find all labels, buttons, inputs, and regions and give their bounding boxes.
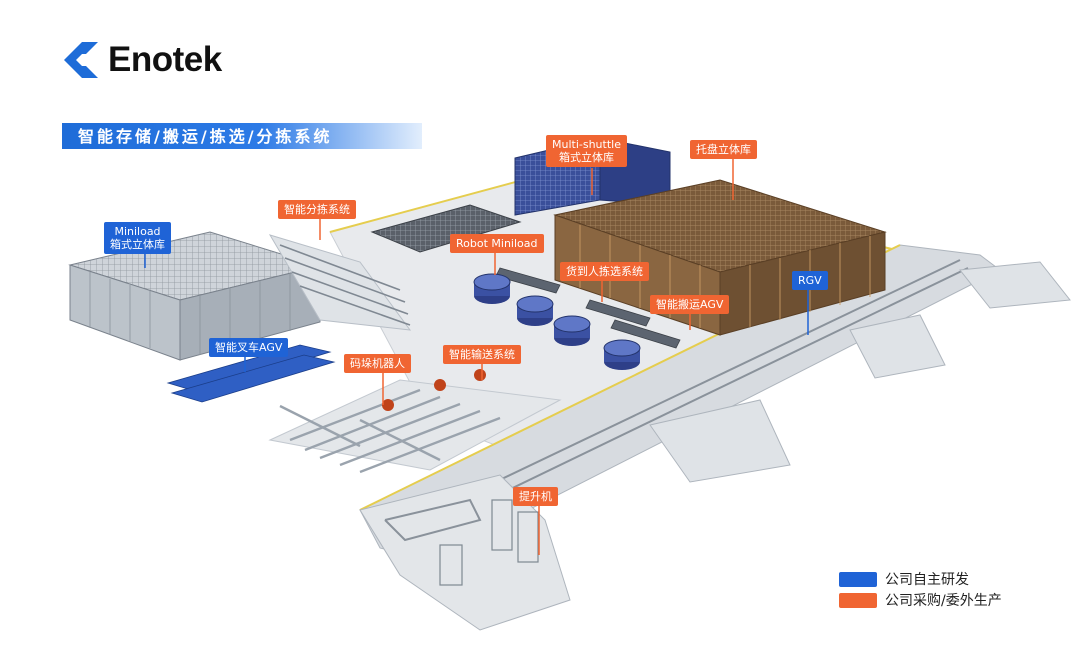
label-forklift-agv: 智能叉车AGV bbox=[209, 338, 289, 357]
lift-towers bbox=[439, 499, 539, 586]
label-conveyor-system: 智能输送系统 bbox=[443, 345, 521, 364]
right-platform-1 bbox=[959, 261, 1071, 309]
right-platform-2 bbox=[849, 314, 946, 379]
label-pointers bbox=[144, 157, 809, 555]
forklift-agv-pallets bbox=[166, 344, 336, 403]
sorting-system-area bbox=[268, 234, 412, 331]
palletizing-robots bbox=[382, 369, 486, 411]
conveyor-lines-lower bbox=[279, 388, 501, 474]
brand-logo: Enotek bbox=[62, 38, 222, 82]
goods-to-person-stations bbox=[495, 267, 681, 349]
miniload-rack-frame bbox=[89, 272, 291, 355]
label-multi-shuttle-line1: Multi-shuttle bbox=[552, 138, 621, 151]
label-miniload-line1: Miniload bbox=[114, 225, 161, 238]
label-multi-shuttle-line2: 箱式立体库 bbox=[558, 151, 614, 164]
label-goods-to-person: 货到人拣选系统 bbox=[560, 262, 649, 281]
page-title: 智能存储/搬运/拣选/分拣系统 bbox=[78, 127, 333, 146]
label-sorting-system: 智能分拣系统 bbox=[278, 200, 356, 219]
label-robot-miniload: Robot Miniload bbox=[450, 234, 544, 253]
enotek-logo-icon bbox=[64, 42, 98, 78]
label-rgv: RGV bbox=[792, 271, 828, 290]
robot-miniload-towers bbox=[473, 273, 641, 370]
brand-name: Enotek bbox=[108, 40, 222, 79]
legend-swatch-orange bbox=[839, 592, 877, 608]
lower-conveyor-zone bbox=[268, 379, 562, 471]
label-pallet-warehouse: 托盘立体库 bbox=[690, 140, 757, 159]
label-multi-shuttle: Multi-shuttle 箱式立体库 bbox=[546, 135, 627, 167]
legend-label-procured: 公司采购/委外生产 bbox=[885, 593, 1002, 609]
legend-item-procured: 公司采购/委外生产 bbox=[839, 590, 1002, 610]
legend-item-self-developed: 公司自主研发 bbox=[839, 569, 969, 589]
miniload-rack-side bbox=[179, 265, 321, 361]
label-palletizing-robot: 码垛机器人 bbox=[344, 354, 411, 373]
legend-label-self-developed: 公司自主研发 bbox=[885, 572, 969, 588]
label-miniload-line2: 箱式立体库 bbox=[110, 238, 165, 251]
title-banner-background bbox=[62, 123, 422, 149]
robot-miniload-area bbox=[370, 204, 522, 253]
label-lift: 提升机 bbox=[513, 487, 558, 506]
right-platform-3 bbox=[649, 399, 791, 483]
label-miniload: Miniload 箱式立体库 bbox=[104, 222, 171, 254]
lift-loop-track bbox=[384, 498, 482, 542]
label-handling-agv: 智能搬运AGV bbox=[650, 295, 730, 314]
legend-swatch-blue bbox=[839, 571, 877, 587]
sorting-conveyors bbox=[279, 244, 411, 326]
